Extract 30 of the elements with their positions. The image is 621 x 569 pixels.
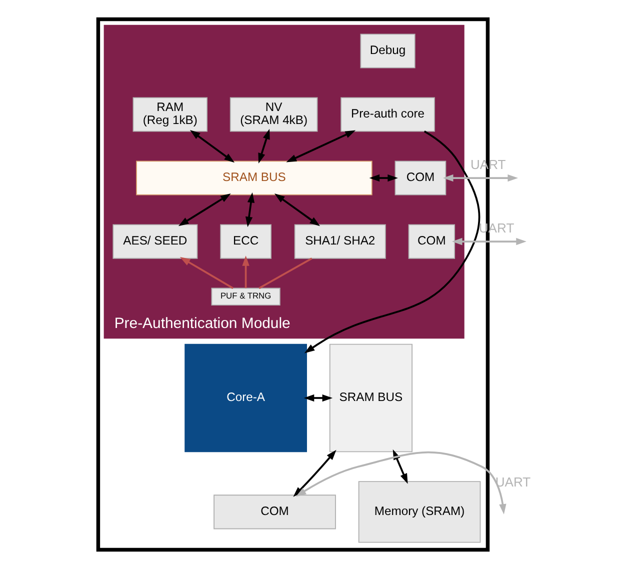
node-box: NV (SRAM 4kB) — [230, 97, 318, 132]
arrow — [304, 130, 480, 354]
arrow — [242, 256, 250, 288]
node-box: RAM (Reg 1kB) — [132, 97, 208, 132]
arrow — [442, 174, 518, 182]
arrow — [452, 238, 526, 246]
node-box: SHA1/ SHA2 — [294, 224, 386, 259]
arrow — [304, 394, 333, 402]
node-box: Debug — [360, 34, 416, 68]
edge-label: UART — [495, 474, 531, 490]
node-box: ECC — [220, 224, 272, 259]
arrow — [258, 128, 270, 164]
node-box: AES/ SEED — [112, 224, 198, 259]
arrow — [178, 193, 231, 226]
node-box: Pre-auth core — [340, 97, 435, 132]
arrow — [274, 194, 320, 226]
arrow — [190, 130, 235, 163]
node-box: COM — [394, 160, 446, 196]
arrow — [369, 174, 398, 182]
arrow — [180, 257, 234, 289]
connector — [258, 258, 312, 290]
node-box: SRAM BUS — [329, 344, 413, 452]
arrow — [245, 192, 255, 228]
node-box: Core-A — [184, 344, 307, 452]
arrow — [286, 130, 356, 162]
node-box: COM — [214, 494, 336, 530]
node-box: COM — [408, 224, 456, 259]
node-box: PUF & TRNG — [211, 288, 280, 306]
node-box: SRAM BUS — [136, 160, 372, 196]
node-box: Memory (SRAM) — [358, 481, 481, 543]
